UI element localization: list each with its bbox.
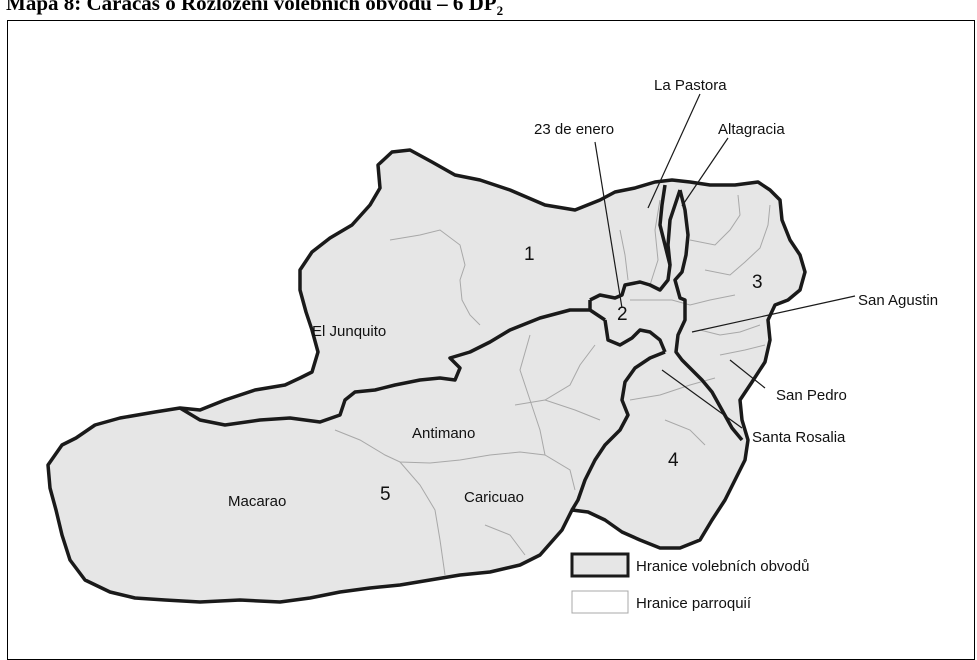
parish-label-el-junquito: El Junquito [312, 323, 386, 340]
map-title-subscript: 2 [496, 3, 504, 19]
parish-label-macarao: Macarao [228, 493, 286, 510]
district-boundaries [179, 184, 744, 511]
parish-label-altagracia: Altagracia [718, 121, 785, 138]
district-number-3: 3 [752, 272, 763, 293]
callout-lines [594, 93, 856, 429]
caracas-outline [46, 148, 807, 604]
legend-parish-swatch [571, 590, 629, 614]
parish-label-la-pastora: La Pastora [654, 77, 727, 94]
parish-label-caricuao: Caricuao [464, 489, 524, 506]
parish-boundaries [334, 194, 771, 576]
legend-district-label: Hranice volebních obvodů [636, 558, 809, 575]
legend: Hranice volebních obvodů Hranice parroqu… [570, 552, 809, 614]
map-title: Mapa 8: Caracas o Rozložení volebních ob… [6, 0, 503, 19]
caracas-map: 1 2 3 4 5 El Junquito Antimano Macarao C… [46, 77, 938, 614]
parish-label-san-pedro: San Pedro [776, 387, 847, 404]
parish-label-santa-rosalia: Santa Rosalia [752, 429, 846, 446]
district-number-4: 4 [668, 450, 679, 471]
legend-district-swatch [570, 552, 630, 578]
legend-parish-label: Hranice parroquií [636, 595, 752, 612]
parish-label-san-agustin: San Agustin [858, 292, 938, 309]
parish-label-23-de-enero: 23 de enero [534, 121, 614, 138]
parish-label-antimano: Antimano [412, 425, 475, 442]
map-title-text: Mapa 8: Caracas o Rozložení volebních ob… [6, 0, 497, 15]
district-number-1: 1 [524, 244, 535, 265]
district-number-2: 2 [617, 304, 628, 325]
district-number-5: 5 [380, 484, 391, 505]
